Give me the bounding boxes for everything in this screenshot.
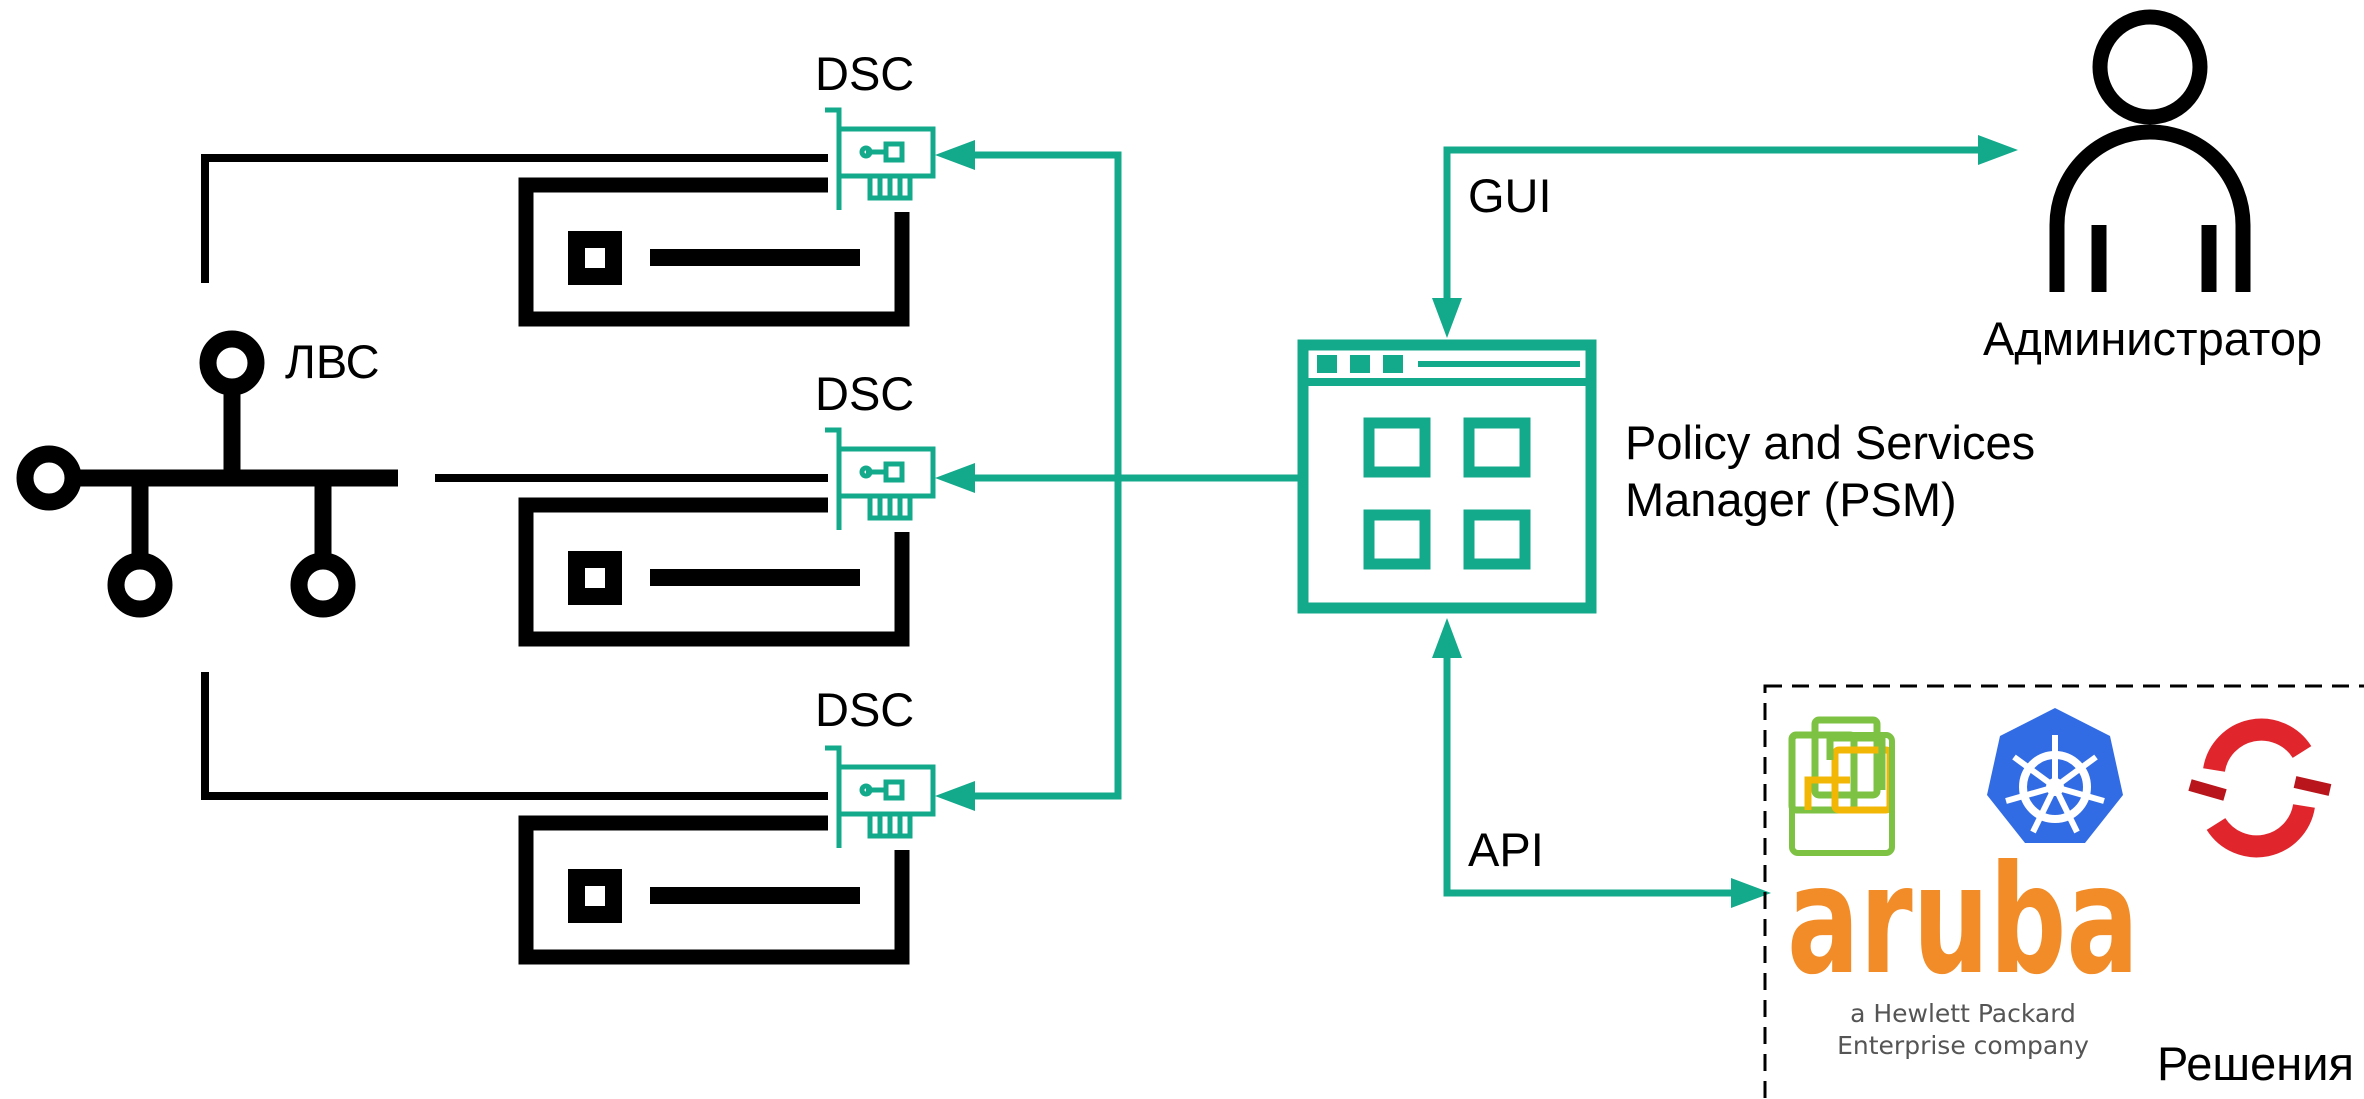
dsc-label-1: DSC (815, 47, 914, 100)
aruba-tagline-2: Enterprise company (1837, 1031, 2089, 1060)
gui-label: GUI (1468, 169, 1552, 222)
dsc-label-2: DSC (815, 367, 914, 420)
api-connector (1432, 618, 1771, 908)
server-2 (518, 497, 910, 647)
administrator-person-icon (2049, 9, 2251, 292)
gui-connector (1432, 135, 2018, 338)
api-label: API (1468, 823, 1544, 876)
psm-app-window-icon (1297, 339, 1597, 614)
lan-cables (201, 154, 828, 800)
arrow-head-dsc-2 (935, 463, 975, 493)
arrow-head-dsc-1 (935, 140, 975, 170)
solutions-label: Решения (2157, 1037, 2354, 1090)
solutions-container (1763, 684, 2364, 1099)
aruba-tagline-1: a Hewlett Packard (1850, 999, 2076, 1028)
server-3 (518, 815, 910, 965)
kubernetes-logo (1987, 708, 2123, 843)
vmware-logo (1788, 716, 1895, 856)
lan-label: ЛВС (285, 335, 380, 388)
administrator-label: Администратор (1983, 312, 2322, 365)
dsc-card-3-icon (825, 745, 936, 848)
psm-to-dsc-connectors (935, 140, 1300, 811)
dsc-label-3: DSC (815, 683, 914, 736)
aruba-wordmark: aruba (1787, 834, 2139, 1008)
lan-network-icon (16, 330, 398, 618)
psm-label-line2: Manager (PSM) (1625, 473, 1957, 526)
dsc-card-2-icon (825, 427, 936, 530)
arrow-head-dsc-3 (935, 781, 975, 811)
server-1 (518, 177, 910, 327)
openshift-logo (2188, 718, 2332, 858)
psm-label-line1: Policy and Services (1625, 416, 2035, 469)
aruba-logo: aruba a Hewlett Packard Enterprise compa… (1787, 834, 2139, 1060)
dsc-card-1-icon (825, 107, 936, 210)
